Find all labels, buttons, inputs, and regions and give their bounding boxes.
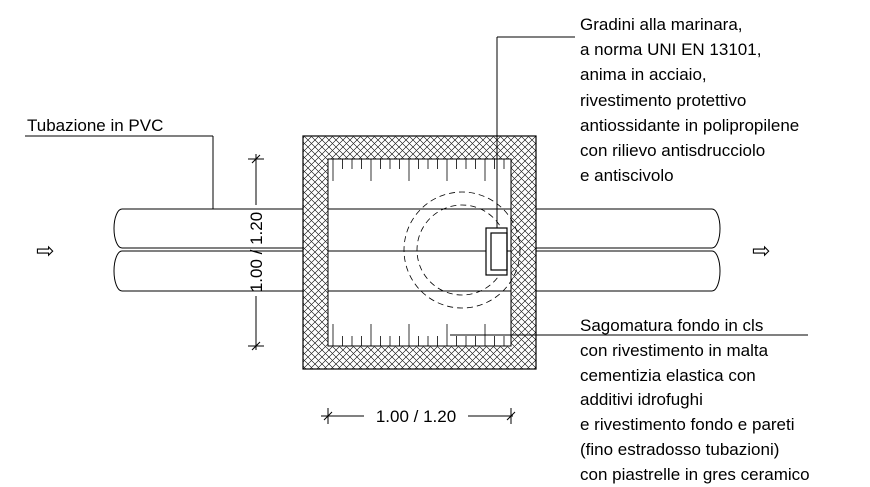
leader-steps (496, 36, 575, 228)
dimension-height-line (248, 154, 264, 351)
dimension-height: 1.00 / 1.20 (247, 212, 266, 292)
svg-text:con piastrelle in gres ceramic: con piastrelle in gres ceramico (580, 465, 810, 484)
svg-text:con rilievo antisdrucciolo: con rilievo antisdrucciolo (580, 141, 765, 160)
svg-text:rivestimento protettivo: rivestimento protettivo (580, 91, 746, 110)
base-label: Sagomatura fondo in cls con rivestimento… (580, 316, 810, 484)
svg-text:additivi idrofughi: additivi idrofughi (580, 390, 703, 409)
step-rung (485, 227, 508, 276)
outlet-arrow-icon: ⇨ (752, 238, 770, 263)
tile-pattern-bottom (332, 324, 505, 346)
svg-text:a norma UNI EN 13101,: a norma UNI EN 13101, (580, 40, 761, 59)
svg-text:e rivestimento fondo e pareti: e rivestimento fondo e pareti (580, 415, 795, 434)
svg-text:cementizia elastica con: cementizia elastica con (580, 366, 756, 385)
steps-label: Gradini alla marinara, a norma UNI EN 13… (580, 15, 799, 185)
svg-text:antiossidante in polipropilene: antiossidante in polipropilene (580, 116, 799, 135)
dimension-width-line (321, 408, 516, 424)
dimension-width: 1.00 / 1.20 (376, 407, 456, 426)
svg-text:anima in acciaio,: anima in acciaio, (580, 65, 707, 84)
svg-text:con rivestimento in malta: con rivestimento in malta (580, 341, 769, 360)
pipe-right (536, 208, 721, 292)
leader-pipe (25, 135, 214, 209)
svg-text:e antiscivolo: e antiscivolo (580, 166, 674, 185)
svg-text:Sagomatura fondo in cls: Sagomatura fondo in cls (580, 316, 763, 335)
pipe-label: Tubazione in PVC (27, 116, 163, 135)
pipe-left (113, 208, 303, 292)
inlet-arrow-icon: ⇨ (36, 238, 54, 263)
svg-text:Gradini alla marinara,: Gradini alla marinara, (580, 15, 743, 34)
tile-pattern-top (332, 159, 505, 181)
svg-text:(fino estradosso tubazioni): (fino estradosso tubazioni) (580, 440, 779, 459)
